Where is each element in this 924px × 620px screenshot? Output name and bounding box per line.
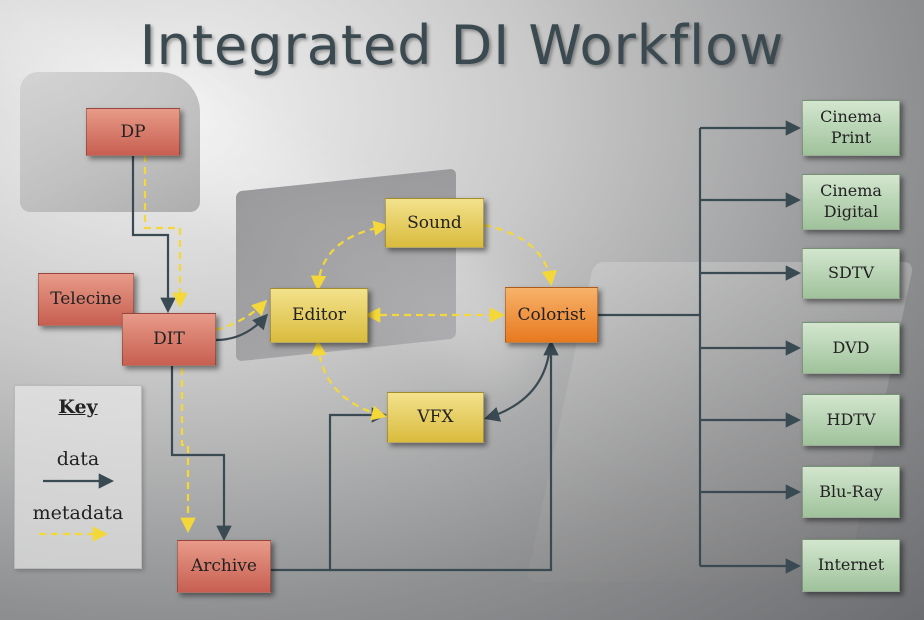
node-vfx: VFX <box>387 392 484 443</box>
legend-data-label: data <box>56 448 100 470</box>
page-title: Integrated DI Workflow <box>139 14 785 77</box>
node-dit: DIT <box>122 313 216 366</box>
node-hdtv: HDTV <box>802 394 900 446</box>
legend-key: Key data metadata <box>14 385 142 569</box>
metadata-line-sound-colorist <box>483 223 557 287</box>
node-colorist: Colorist <box>505 287 598 343</box>
node-telecine: Telecine <box>38 273 134 326</box>
data-line-archive-colorist <box>330 339 559 572</box>
data-line-vfx-colorist <box>484 345 552 422</box>
node-dvd: DVD <box>802 322 900 374</box>
metadata-line-editor-vfx <box>311 339 387 421</box>
node-internet: Internet <box>802 539 900 592</box>
legend-arrows <box>39 473 115 542</box>
legend-metadata-label: metadata <box>32 502 124 524</box>
node-editor: Editor <box>270 288 368 343</box>
node-sdtv: SDTV <box>802 248 900 299</box>
data-line-dit-archive <box>170 366 232 542</box>
metadata-line-dit-editor <box>215 299 268 332</box>
data-line-dp-dit <box>131 155 176 314</box>
legend-heading: Key <box>58 396 98 418</box>
data-line-archive-vfx <box>271 407 388 572</box>
node-archive: Archive <box>177 540 271 593</box>
node-bluray: Blu-Ray <box>802 466 900 518</box>
data-line-dit-editor <box>215 313 269 342</box>
node-dp: DP <box>86 108 180 156</box>
node-sound: Sound <box>385 198 484 248</box>
metadata-line-dit-archive <box>180 368 196 534</box>
metadata-line-editor-sound <box>310 220 390 292</box>
metadata-line-dp-dit <box>143 155 188 309</box>
